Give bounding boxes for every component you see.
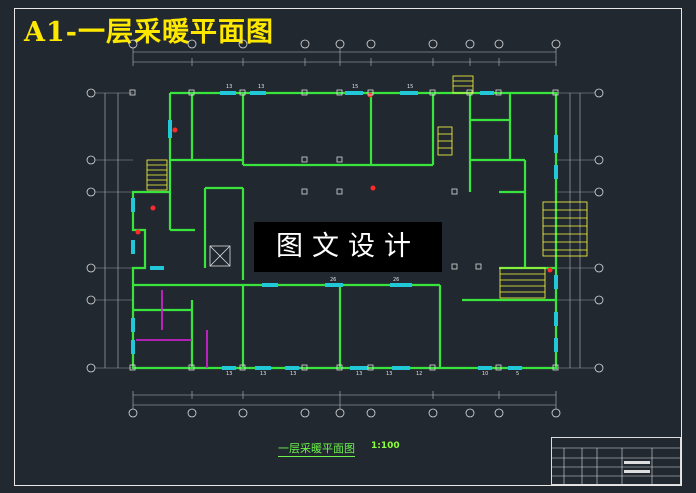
radiator-label: 15 [407,84,414,90]
radiator-label: 13 [290,371,297,377]
top-dimension-lines [104,51,581,406]
watermark: 图文设计 [254,222,442,272]
drawing-title: A1-一层采暖平面图 [24,17,274,48]
radiator-label: 13 [260,371,267,377]
radiator-label: 26 [393,277,400,283]
radiator-label: 13 [356,371,363,377]
stairs [146,75,588,299]
title-block-grid [552,447,682,486]
radiator-label: 26 [330,277,337,283]
axis-leaders [95,92,595,369]
supply-pipes [136,290,208,368]
radiator-label: 13 [226,84,233,90]
dimension-ticks [132,48,557,409]
radiator-label: 13 [226,371,233,377]
radiator-label: 10 [482,371,489,377]
radiator-label: 13 [258,84,265,90]
elevator [209,245,231,267]
drawing-frame [14,8,682,486]
radiator-label: 5 [516,371,520,377]
radiator-label: 12 [416,371,423,377]
radiators [131,91,558,370]
radiator-label: 13 [386,371,393,377]
drawing-scale: 1:100 [371,441,400,451]
drawing-caption: 一层采暖平面图 [278,442,355,457]
title-block [551,437,682,486]
columns [129,89,559,371]
axis-bubbles [86,39,604,418]
radiator-label: 15 [352,84,359,90]
